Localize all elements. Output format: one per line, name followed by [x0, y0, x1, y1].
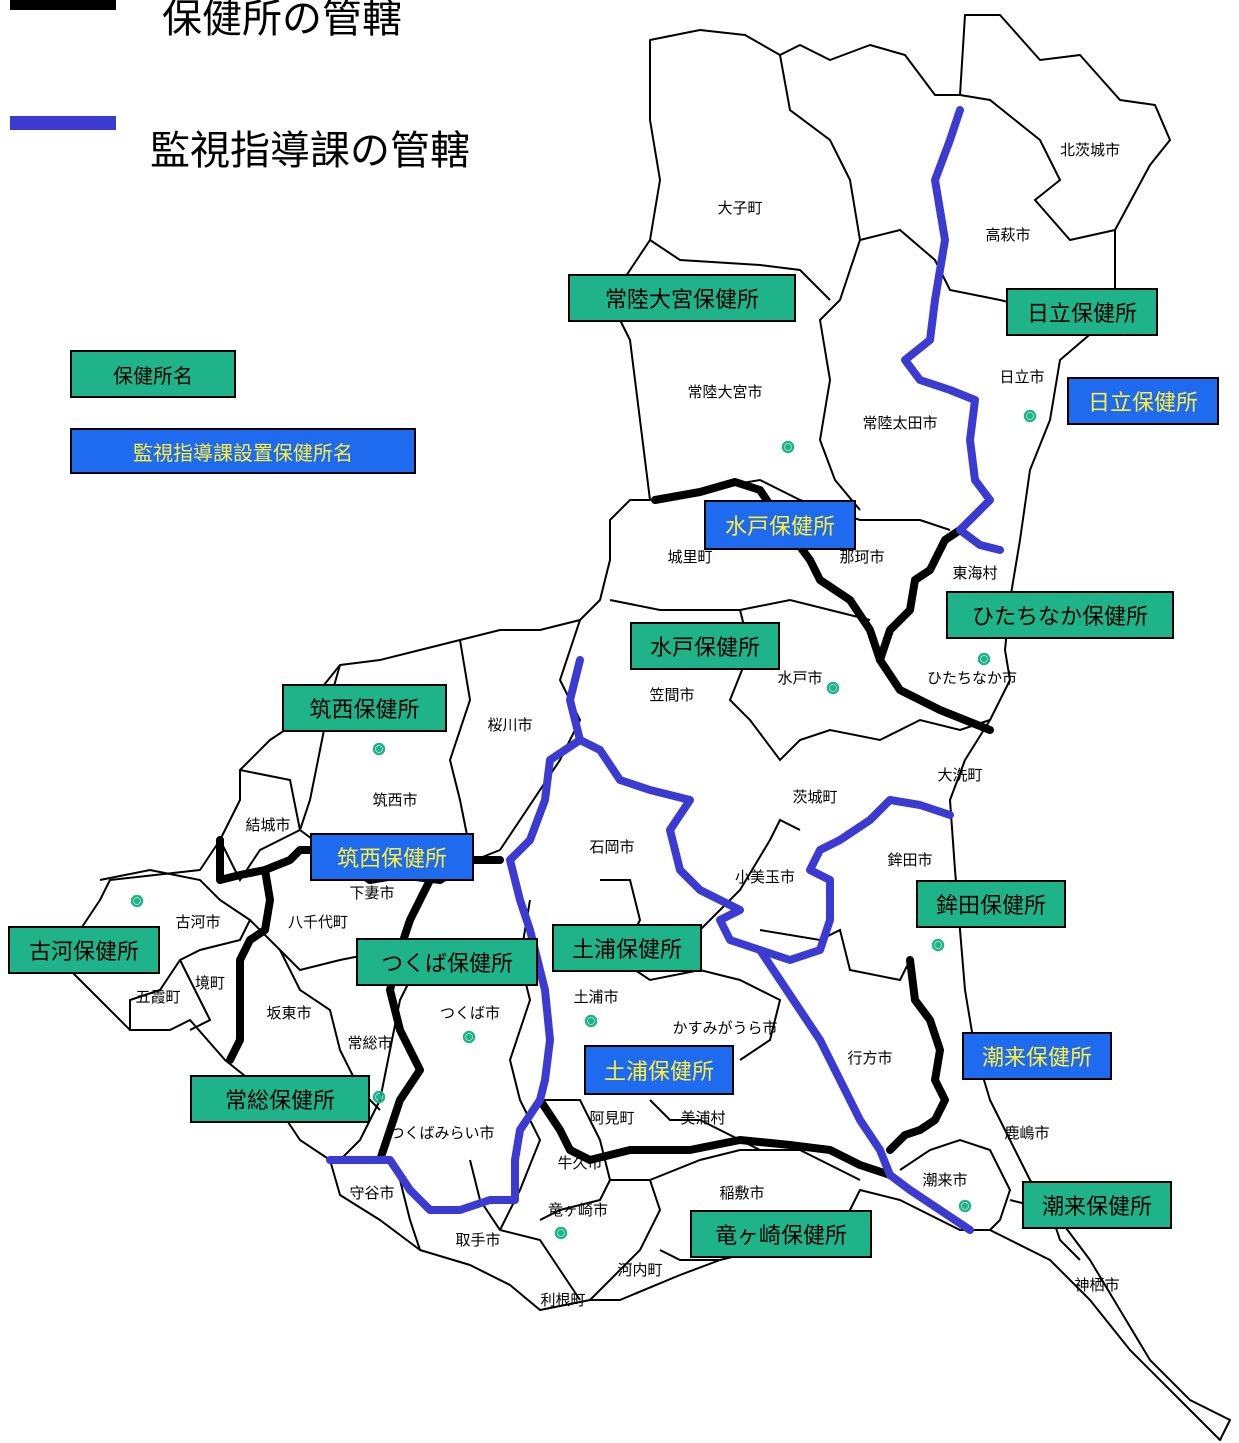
muni-label: 城里町 [667, 548, 712, 566]
health-center-label: 古河保健所 [8, 926, 160, 974]
legend-health-center-box: 保健所名 [70, 350, 236, 398]
supervision-center-label: 筑西保健所 [310, 833, 474, 881]
muni-label: 桜川市 [487, 716, 532, 734]
legend-health-center-line-label: 保健所の管轄 [162, 0, 402, 42]
muni-label: 北茨城市 [1060, 141, 1120, 159]
muni-label: 牛久市 [557, 1154, 602, 1172]
facility-marker-icon [977, 652, 991, 666]
muni-label: 常陸太田市 [862, 414, 937, 432]
muni-label: 石岡市 [589, 838, 634, 856]
muni-label: 八千代町 [288, 913, 348, 931]
municipality-labels: 北茨城市 大子町 高萩市 常陸大宮市 日立市 常陸太田市 城里町 那珂市 東海村… [135, 141, 1120, 1309]
muni-label: 竜ヶ崎市 [548, 1201, 608, 1219]
muni-label: 下妻市 [349, 884, 394, 902]
facility-marker-icon [826, 681, 840, 695]
health-center-label: 鉾田保健所 [916, 880, 1066, 928]
facility-marker-icon [781, 440, 795, 454]
muni-label: 東海村 [952, 564, 997, 582]
health-center-label: 常陸大宮保健所 [568, 274, 796, 322]
facility-marker-icon [462, 1030, 476, 1044]
health-center-label: つくば保健所 [356, 938, 538, 986]
muni-label: 守谷市 [349, 1184, 394, 1202]
muni-label: 稲敷市 [719, 1184, 764, 1202]
muni-label: 筑西市 [372, 791, 417, 809]
muni-label: 那珂市 [839, 548, 884, 566]
muni-label: 五霞町 [135, 988, 180, 1006]
health-center-label: 竜ヶ崎保健所 [690, 1210, 872, 1258]
muni-label: 阿見町 [589, 1109, 634, 1127]
muni-label: 坂東市 [266, 1004, 311, 1022]
muni-label: 大洗町 [937, 766, 982, 784]
health-center-label: 土浦保健所 [552, 924, 702, 972]
muni-label: 取手市 [455, 1231, 500, 1249]
facility-marker-icon [931, 938, 945, 952]
legend-supervision-line-label: 監視指導課の管轄 [150, 128, 470, 174]
muni-label: つくば市 [440, 1004, 500, 1022]
supervision-center-label: 土浦保健所 [584, 1045, 734, 1095]
supervision-center-label: 水戸保健所 [704, 500, 856, 550]
facility-markers [130, 409, 1037, 1240]
facility-marker-icon [372, 742, 386, 756]
muni-label: 美浦村 [680, 1109, 725, 1127]
facility-marker-icon [130, 894, 144, 908]
muni-label: 古河市 [175, 913, 220, 931]
facility-marker-icon [584, 1014, 598, 1028]
muni-label: 笠間市 [649, 686, 694, 704]
muni-label: 大子町 [717, 199, 762, 217]
muni-label: 河内町 [617, 1261, 662, 1279]
muni-label: 土浦市 [573, 988, 618, 1006]
health-center-label: 常総保健所 [190, 1075, 370, 1123]
muni-label: 常陸大宮市 [687, 383, 762, 401]
health-center-label: 筑西保健所 [282, 684, 447, 732]
supervision-borders [326, 106, 1004, 1234]
muni-label: 小美玉市 [735, 868, 795, 886]
health-center-label: 水戸保健所 [630, 622, 780, 670]
legend-supervision-box: 監視指導課設置保健所名 [70, 428, 416, 474]
muni-label: 常総市 [347, 1034, 392, 1052]
health-center-label: 日立保健所 [1006, 288, 1158, 336]
municipal-boundaries [99, 54, 1116, 1301]
muni-label: 行方市 [847, 1049, 892, 1067]
muni-label: 鹿嶋市 [1004, 1124, 1049, 1142]
muni-label: 神栖市 [1074, 1276, 1119, 1294]
supervision-center-label: 日立保健所 [1067, 377, 1219, 425]
legend-black-line [10, 0, 116, 10]
facility-marker-icon [554, 1226, 568, 1240]
facility-marker-icon [372, 1090, 386, 1104]
muni-label: 鉾田市 [887, 851, 932, 869]
muni-label: かすみがうら市 [672, 1019, 777, 1037]
muni-label: ひたちなか市 [927, 669, 1017, 687]
muni-label: 茨城町 [792, 788, 837, 806]
facility-marker-icon [1023, 409, 1037, 423]
muni-label: 結城市 [245, 816, 290, 834]
supervision-center-label: 潮来保健所 [962, 1032, 1112, 1080]
health-center-label: 潮来保健所 [1022, 1181, 1172, 1229]
muni-label: 水戸市 [777, 669, 822, 687]
muni-label: 潮来市 [922, 1171, 967, 1189]
legend-blue-line [10, 116, 116, 130]
muni-label: 利根町 [540, 1291, 585, 1309]
muni-label: 高萩市 [985, 226, 1030, 244]
muni-label: 日立市 [999, 368, 1044, 386]
muni-label: 境町 [195, 974, 225, 992]
facility-marker-icon [958, 1199, 972, 1213]
muni-label: つくばみらい市 [389, 1124, 494, 1142]
health-center-label: ひたちなか保健所 [946, 591, 1174, 639]
